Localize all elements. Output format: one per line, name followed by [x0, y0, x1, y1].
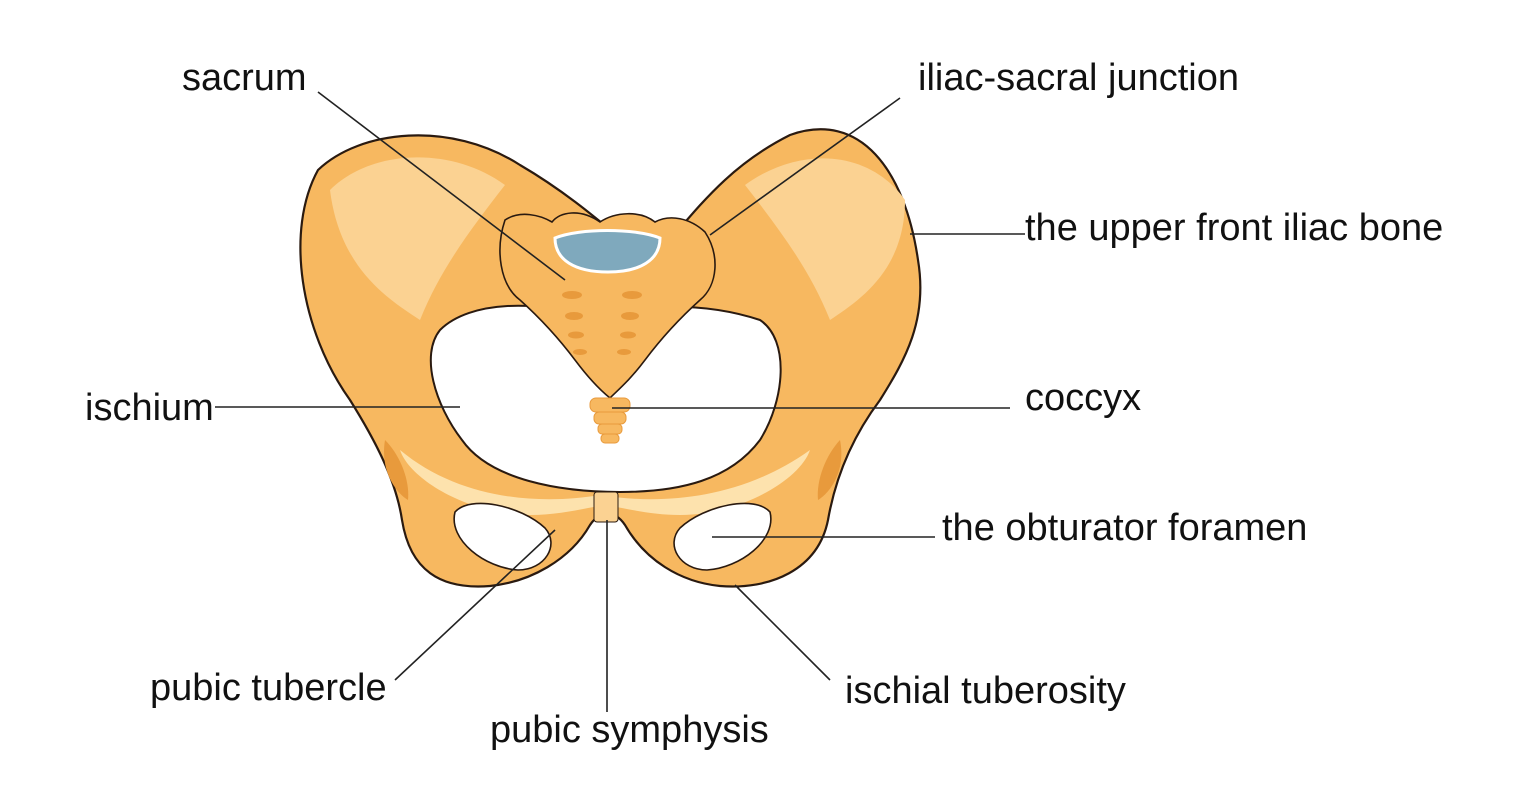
label-coccyx: coccyx — [1025, 377, 1141, 419]
right-acetabulum-shade — [817, 440, 842, 500]
sacrum-shape — [499, 212, 716, 400]
sacral-foramen — [568, 331, 584, 339]
coccyx-segment — [589, 397, 631, 413]
coccyx-segment — [593, 411, 627, 425]
pubic-arch-highlight — [400, 450, 810, 515]
pelvis-illustration — [299, 128, 922, 588]
label-pubic-tubercle: pubic tubercle — [150, 667, 387, 709]
leader-lines — [215, 91, 1025, 712]
right-iliac-wing-highlight — [745, 158, 905, 320]
leader-pubic-tubercle — [394, 529, 556, 681]
sacral-foramen — [562, 291, 582, 299]
left-obturator-foramen — [453, 502, 552, 571]
coccyx-segment — [600, 433, 620, 444]
label-sacrum: sacrum — [182, 57, 307, 99]
sacral-foramen — [573, 349, 587, 355]
labels: sacrum iliac-sacral junction the upper f… — [85, 57, 1443, 751]
leader-iliac-sacral-junction — [709, 97, 901, 236]
label-ischium: ischium — [85, 387, 214, 429]
label-upper-front-iliac-bone: the upper front iliac bone — [1025, 207, 1443, 249]
sacral-foramen — [622, 291, 642, 299]
coccyx-segment — [597, 423, 623, 435]
left-iliac-wing-highlight — [330, 157, 505, 320]
left-acetabulum-shade — [384, 440, 409, 500]
sacral-disc — [553, 229, 662, 274]
label-ischial-tuberosity: ischial tuberosity — [845, 670, 1126, 712]
pubic-symphysis-cartilage — [593, 491, 619, 523]
leader-ischial-tuberosity — [734, 584, 831, 681]
sacral-foramen — [620, 331, 636, 339]
label-obturator-foramen: the obturator foramen — [942, 507, 1307, 549]
sacral-foramina — [562, 291, 642, 355]
label-pubic-symphysis: pubic symphysis — [490, 709, 769, 751]
sacral-foramen — [617, 349, 631, 355]
leader-sacrum — [317, 91, 566, 281]
sacral-foramen — [565, 312, 583, 320]
label-iliac-sacral-junction: iliac-sacral junction — [918, 57, 1239, 99]
sacral-foramen — [621, 312, 639, 320]
